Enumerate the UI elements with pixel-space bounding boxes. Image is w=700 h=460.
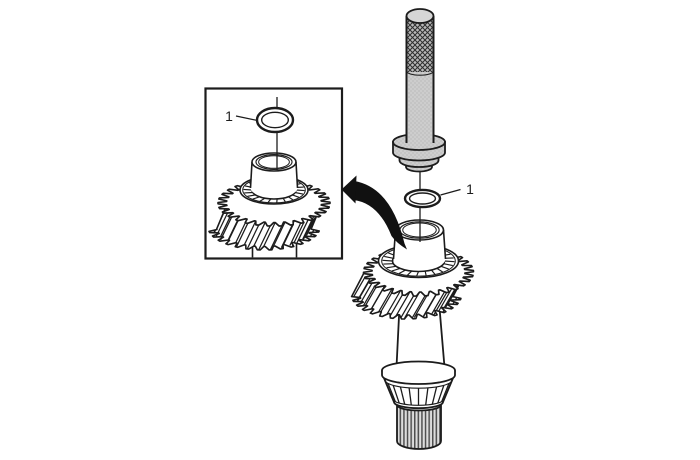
hub-body: [250, 162, 298, 198]
tool-shank-outline: [405, 16, 435, 143]
hub-body: [393, 230, 446, 270]
hub-sides: [249, 161, 299, 189]
tool-top-face: [405, 8, 435, 24]
detail-arrow-icon: [341, 175, 407, 250]
inset-callout-label: 1: [225, 108, 233, 124]
tool-shank: [406, 70, 434, 144]
inset-callout-leader: [235, 115, 258, 122]
driver-tool: [392, 8, 446, 173]
inset-hub: [249, 152, 299, 198]
snap-ring-inner: [260, 111, 290, 129]
inset-snap-ring: [255, 106, 295, 134]
shaft-assembly: 1: [350, 171, 475, 450]
hub-bore-rim: [255, 154, 293, 170]
main-snap-ring: [403, 188, 442, 209]
main-callout-label: 1: [466, 181, 474, 197]
detail-arrow-head: [341, 175, 357, 204]
snap-ring-inner: [408, 192, 437, 205]
detail-arrow-tail: [353, 181, 407, 250]
snap-ring-outer: [255, 106, 295, 134]
hub-bore: [258, 155, 290, 169]
shaft-lower-section: [381, 295, 456, 450]
lower-bearing-rim-band: [381, 370, 456, 385]
inset-detail-box: 1: [204, 87, 344, 260]
tool-knurl-boundary: [405, 70, 435, 76]
main-callout-leader: [440, 188, 461, 196]
splined-end: [396, 404, 442, 450]
lower-bearing-rollers: [384, 380, 453, 406]
